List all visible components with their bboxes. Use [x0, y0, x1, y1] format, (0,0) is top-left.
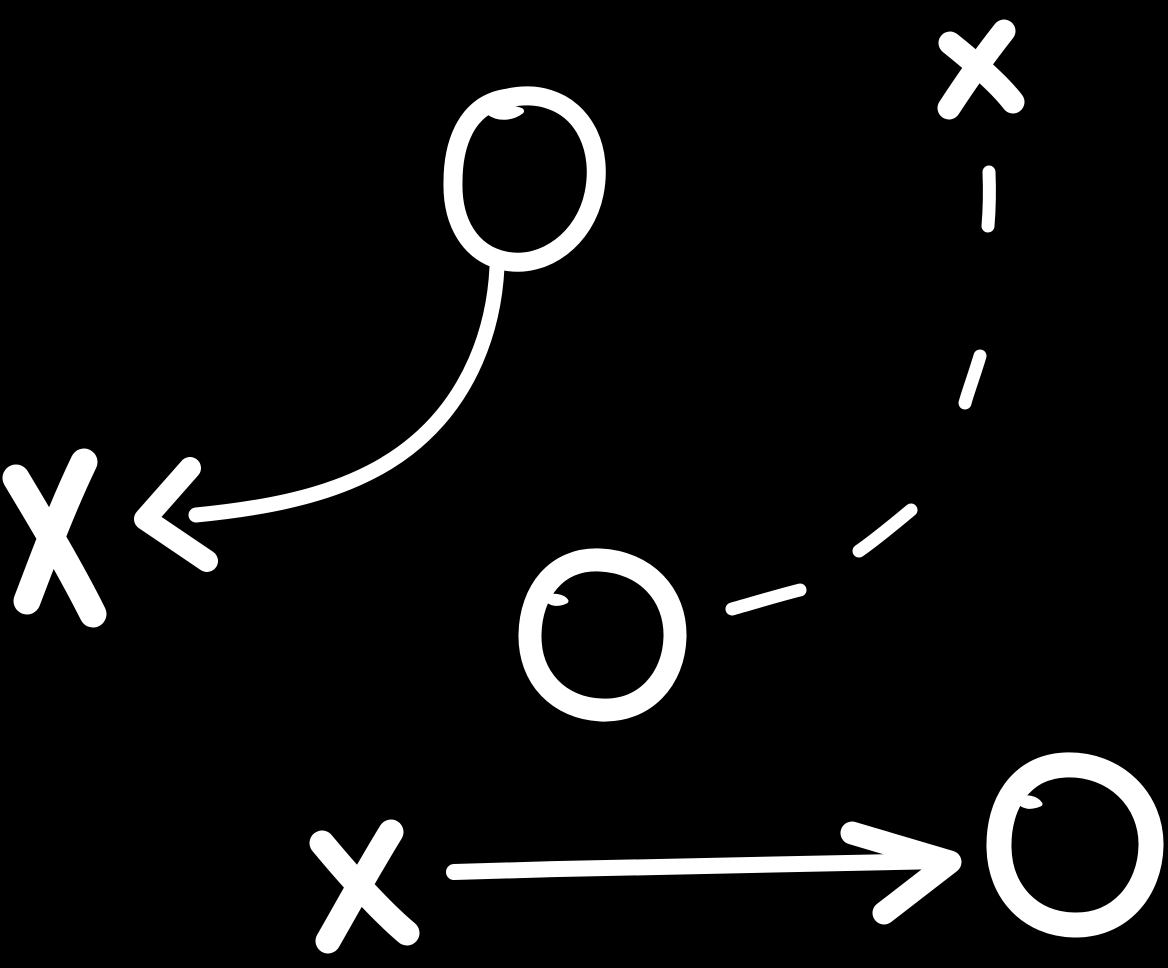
dash-segment-2 — [958, 349, 987, 410]
o-mark-top[interactable] — [443, 86, 606, 272]
o-mark-middle-overlap-nib — [543, 593, 569, 606]
curved-arrow-shaft — [188, 259, 505, 523]
o-mark-bottom-right[interactable] — [986, 752, 1164, 938]
curved-arrow-to-left-x[interactable] — [134, 259, 505, 572]
o-mark-middle[interactable] — [518, 548, 687, 722]
o-mark-bottom-right-outline — [986, 752, 1164, 938]
dash-segment-1 — [981, 165, 996, 233]
x-mark-left[interactable] — [2, 448, 107, 628]
dashed-path-top-right-to-middle-o[interactable] — [725, 165, 996, 616]
x-mark-top-right-stroke-b — [937, 19, 1016, 120]
x-mark-bottom[interactable] — [309, 819, 420, 954]
o-mark-middle-outline — [518, 548, 687, 722]
straight-arrow-head — [840, 821, 962, 925]
dash-segment-4 — [725, 583, 807, 616]
x-mark-left-stroke-b — [13, 448, 98, 615]
straight-arrow-to-bottom-right-o[interactable] — [446, 821, 962, 925]
dash-segment-3 — [852, 503, 918, 558]
o-mark-bottom-right-overlap-nib — [1015, 795, 1043, 809]
x-mark-top-right[interactable] — [937, 19, 1025, 120]
curved-arrow-head — [134, 457, 218, 572]
x-mark-bottom-stroke-b — [315, 819, 404, 954]
o-mark-top-overlap-nib — [486, 105, 524, 120]
o-mark-top-outline — [443, 86, 606, 272]
straight-arrow-shaft — [446, 853, 952, 880]
